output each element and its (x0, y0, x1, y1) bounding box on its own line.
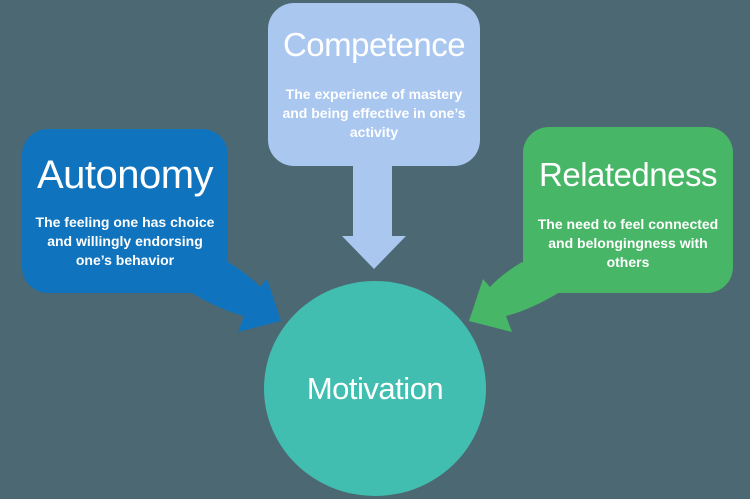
motivation-circle: Motivation (264, 281, 486, 496)
autonomy-bubble: Autonomy The feeling one has choice and … (22, 129, 228, 293)
autonomy-description: The feeling one has choice and willingly… (35, 214, 215, 268)
autonomy-title: Autonomy (36, 153, 214, 197)
relatedness-title: Relatedness (539, 156, 717, 193)
relatedness-bubble: Relatedness The need to feel connected a… (523, 127, 733, 293)
relatedness-description: The need to feel connected and belonging… (537, 216, 719, 271)
competence-arrow (342, 158, 406, 269)
competence-description: The experience of mastery and being effe… (282, 86, 466, 141)
competence-bubble: Competence The experience of mastery and… (268, 3, 480, 166)
motivation-title: Motivation (306, 370, 444, 406)
competence-title: Competence (282, 26, 466, 63)
